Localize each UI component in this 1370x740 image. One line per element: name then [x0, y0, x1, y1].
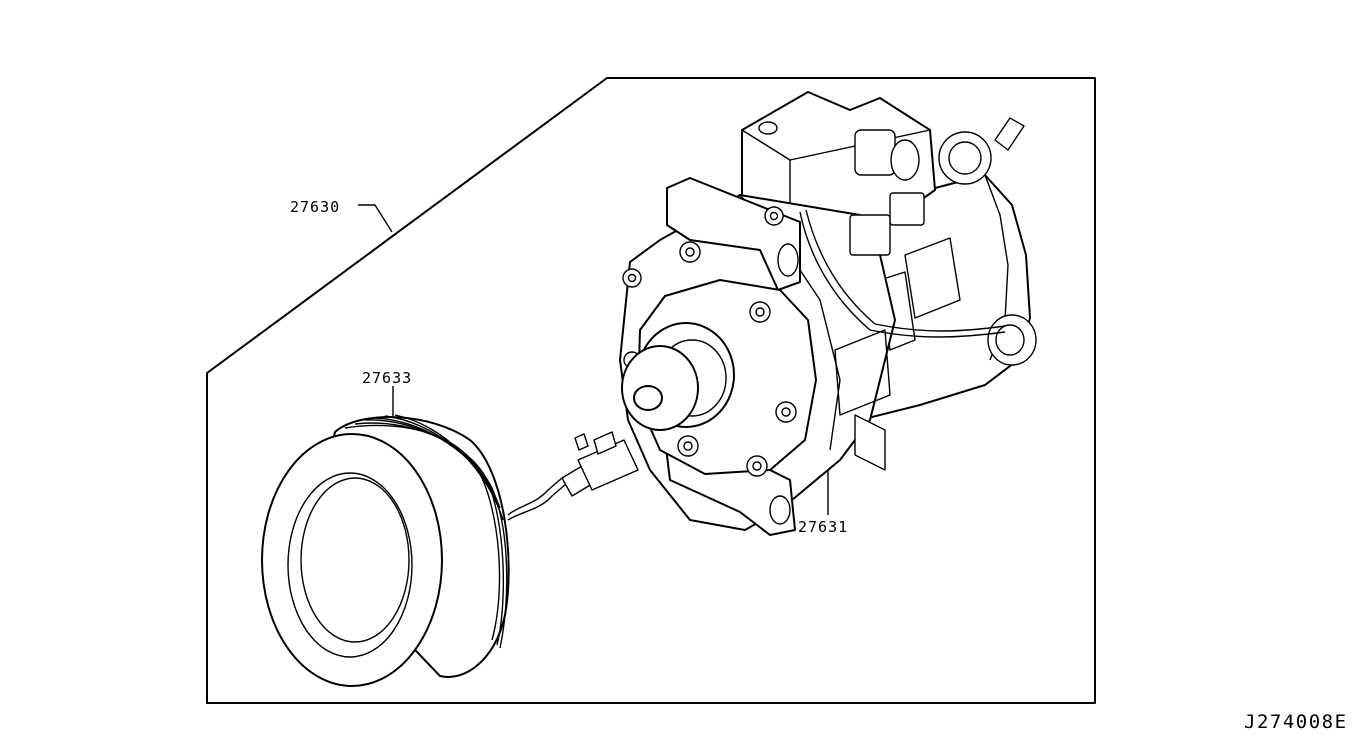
part-label-27631[interactable]: 27631: [798, 518, 848, 536]
clutch-pulley-drawing: [261, 414, 510, 687]
leader-27630: [358, 204, 393, 233]
assembly-frame: [206, 77, 1096, 704]
part-label-27633[interactable]: 27633: [362, 369, 412, 387]
compressor-assembly-drawing: [619, 91, 1037, 536]
part-label-27630[interactable]: 27630: [290, 198, 340, 216]
drawing-code: J274008E: [1244, 711, 1348, 733]
clutch-connector-drawing: [507, 431, 639, 521]
